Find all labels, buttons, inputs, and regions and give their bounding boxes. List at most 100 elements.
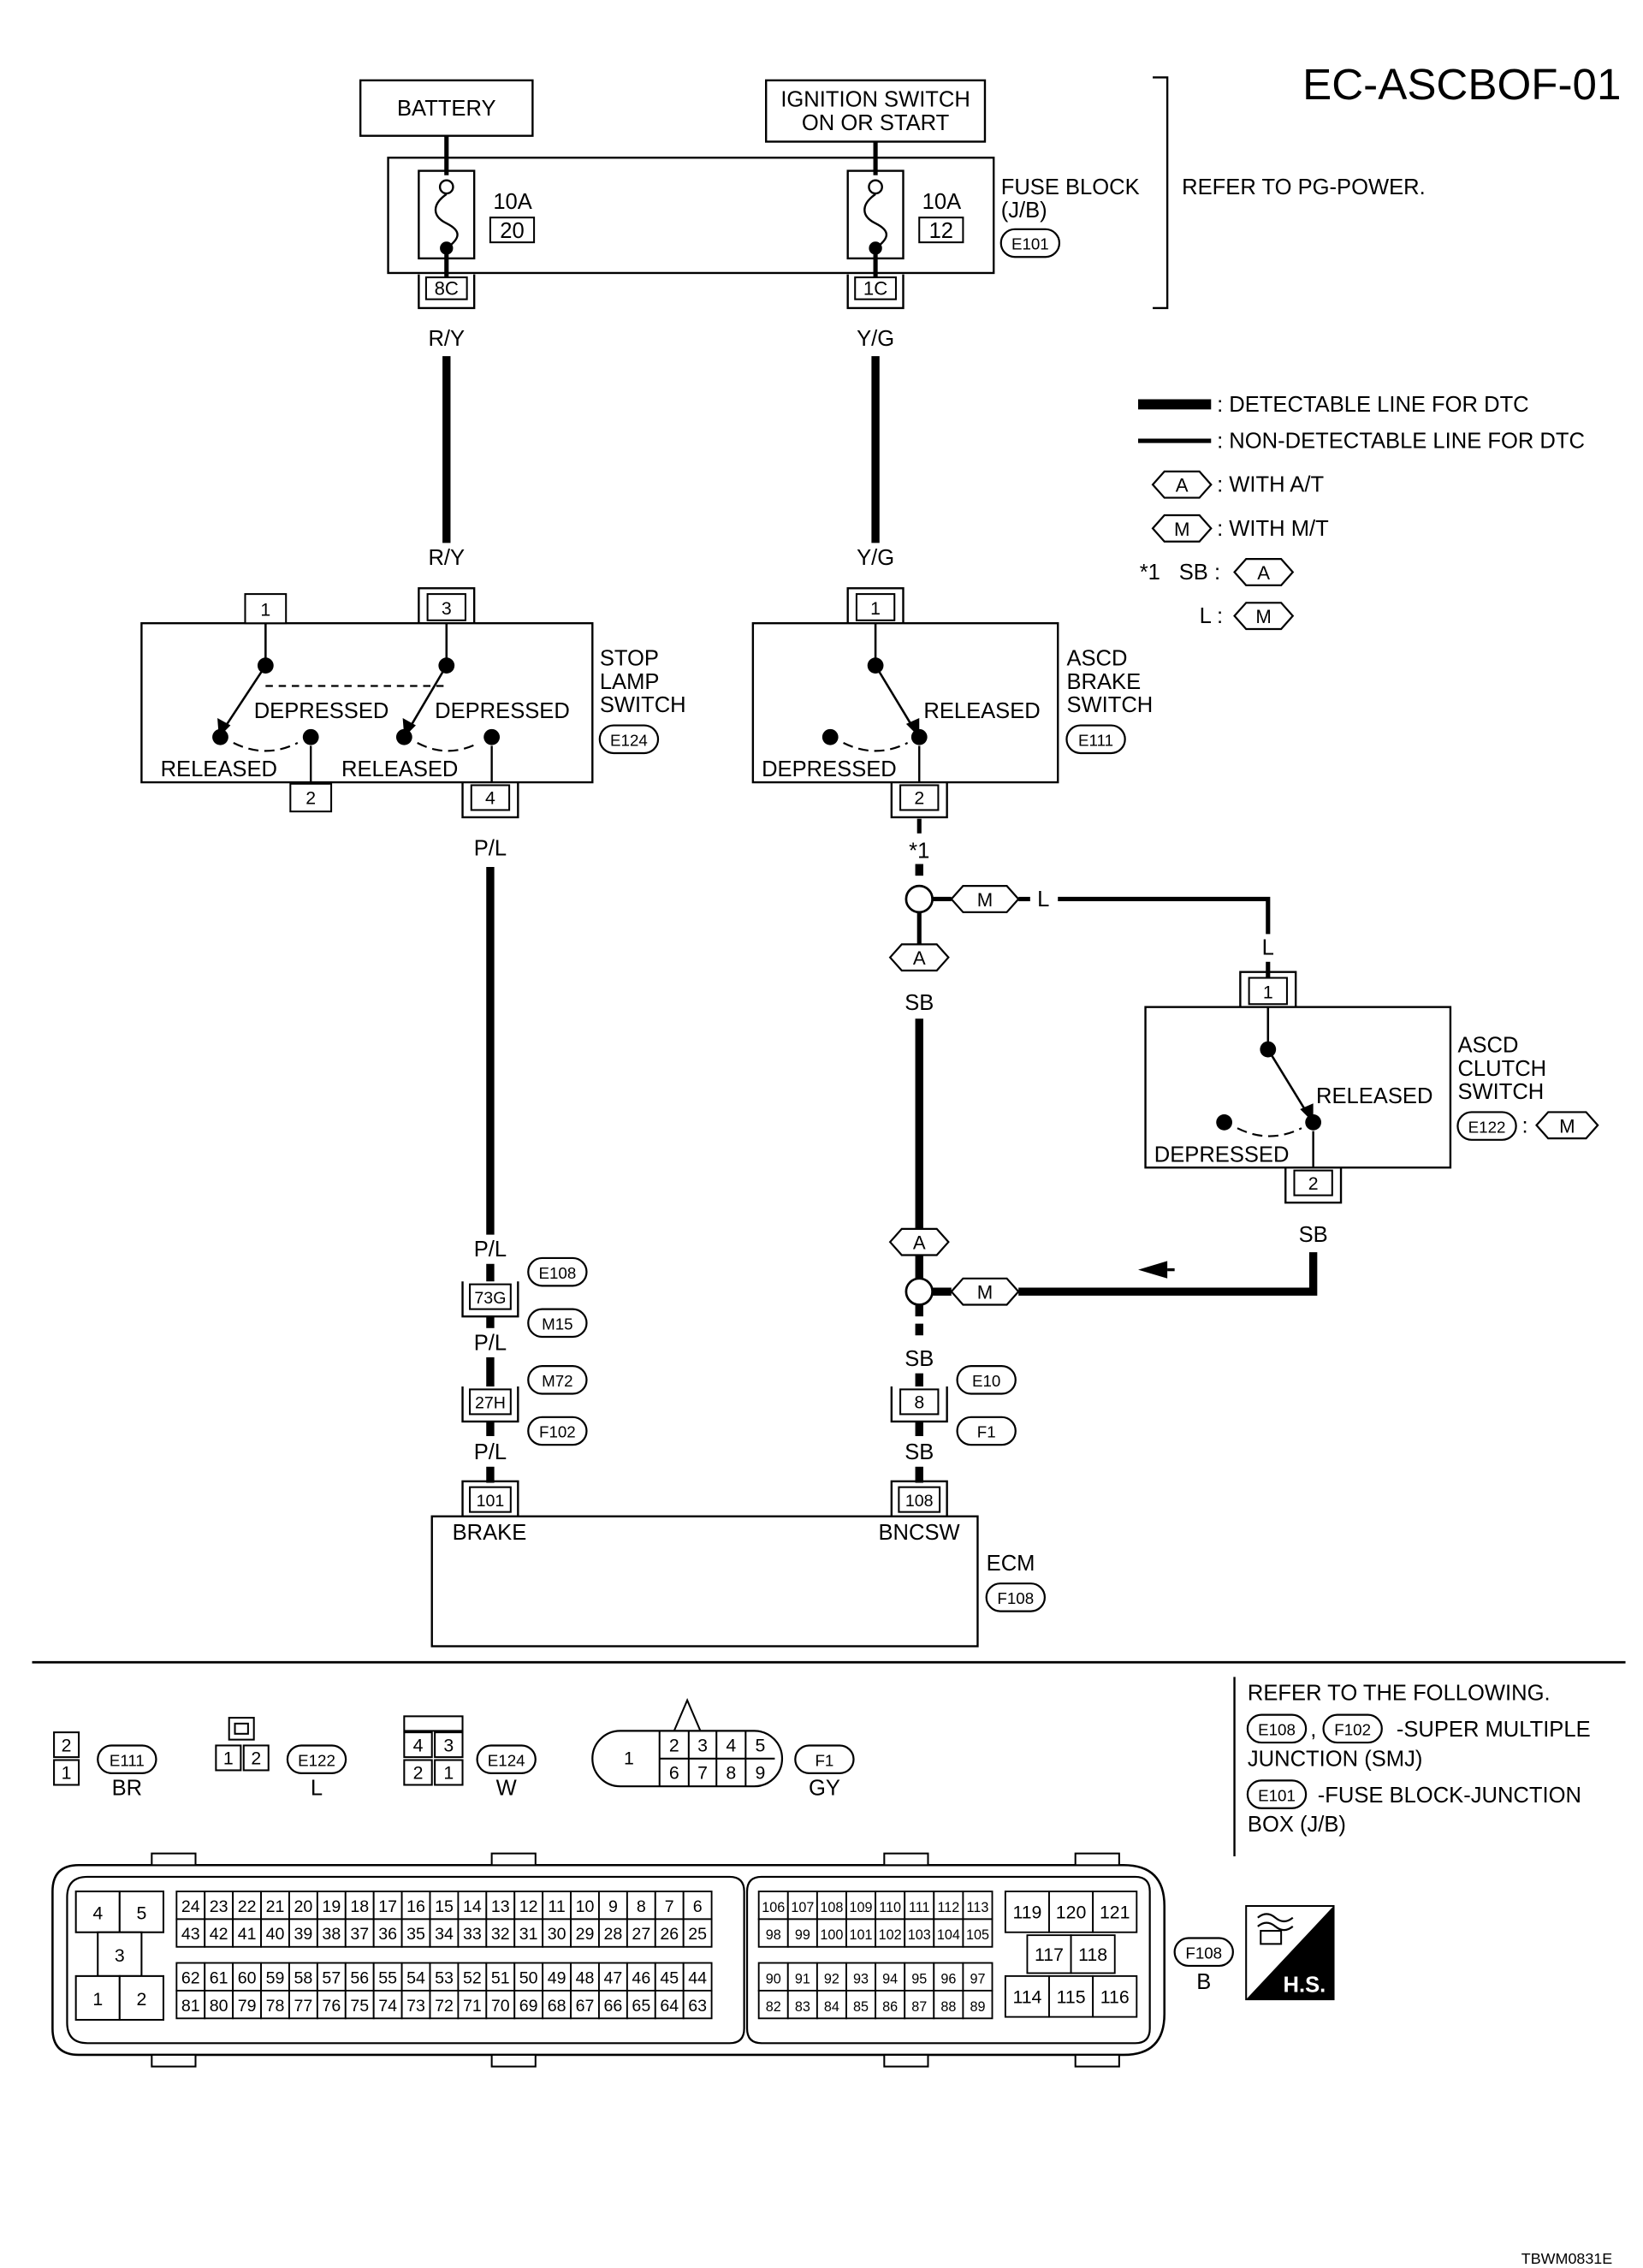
svg-text:8: 8 bbox=[726, 1763, 736, 1784]
f108-pin: 25 bbox=[688, 1925, 707, 1944]
f108-pin: 88 bbox=[940, 1999, 956, 2015]
f108-color: B bbox=[1196, 1970, 1211, 1994]
f108-pin: 55 bbox=[378, 1968, 397, 1987]
top-branch-mt-symbol: M bbox=[977, 889, 993, 911]
fuse-left-rating: 10A bbox=[493, 190, 531, 214]
legend-mt-symbol: M bbox=[1174, 519, 1189, 540]
f108-pin: 60 bbox=[238, 1968, 257, 1987]
f108-pin: 23 bbox=[210, 1897, 228, 1916]
refer-header: REFER TO THE FOLLOWING. bbox=[1248, 1682, 1551, 1706]
ecm-box bbox=[430, 1515, 979, 1648]
f108-pin: 17 bbox=[378, 1897, 397, 1916]
wire-pl-3: P/L bbox=[474, 1440, 507, 1464]
fuse-block-box bbox=[387, 157, 995, 275]
f108-pin: 10 bbox=[576, 1897, 595, 1916]
legend-note-l: L : bbox=[1200, 604, 1223, 628]
wire-ry-top: R/Y bbox=[428, 327, 465, 351]
f108-pin: 74 bbox=[378, 1997, 397, 2016]
refer-f102: F102 bbox=[1334, 1721, 1371, 1739]
junction-m15: M15 bbox=[542, 1315, 572, 1333]
f108-pin: 14 bbox=[463, 1897, 482, 1916]
f108-pin: 63 bbox=[688, 1997, 707, 2016]
f108-pin: 111 bbox=[909, 1900, 930, 1915]
f108-pin: 64 bbox=[660, 1997, 679, 2016]
f108-pin: 104 bbox=[937, 1927, 960, 1943]
refer-e108: E108 bbox=[1258, 1721, 1296, 1739]
legend-at-symbol: A bbox=[1176, 475, 1189, 496]
legend-note-sb: SB : bbox=[1179, 561, 1220, 585]
svg-text:1: 1 bbox=[62, 1763, 72, 1784]
f108-pin: 67 bbox=[576, 1997, 595, 2016]
f108-pin: 39 bbox=[294, 1925, 313, 1944]
svg-text:BR: BR bbox=[112, 1776, 143, 1800]
stop-lamp-released-1: RELEASED bbox=[161, 757, 277, 781]
stop-lamp-connector: E124 bbox=[610, 731, 648, 749]
stop-lamp-depressed-1: DEPRESSED bbox=[254, 699, 389, 723]
f108-pin: 54 bbox=[406, 1968, 425, 1987]
svg-text:GY: GY bbox=[809, 1776, 840, 1800]
wire-sb-2: SB bbox=[905, 1347, 934, 1371]
stop-lamp-pin-1: 1 bbox=[260, 600, 270, 620]
svg-text:5: 5 bbox=[136, 1903, 146, 1923]
f108-pin: 22 bbox=[238, 1897, 257, 1916]
split-point-bottom bbox=[905, 1277, 934, 1306]
clutch-switch-pin-2: 2 bbox=[1308, 1173, 1319, 1194]
f108-pin: 49 bbox=[548, 1968, 566, 1987]
svg-text:1: 1 bbox=[624, 1748, 634, 1769]
brake-switch-label-3: SWITCH bbox=[1066, 693, 1153, 717]
f108-pin: 95 bbox=[911, 1971, 927, 1986]
fuse-right-rating: 10A bbox=[922, 190, 961, 214]
f108-pin: 72 bbox=[435, 1997, 454, 2016]
f108-pin: 99 bbox=[795, 1927, 810, 1943]
junction-27h: 27H bbox=[475, 1394, 506, 1413]
f108-pin: 90 bbox=[766, 1971, 781, 1986]
svg-text:F1: F1 bbox=[815, 1751, 833, 1769]
connector-view-e111: 2 1 E111 BR bbox=[53, 1731, 157, 1800]
diagram-title: EC-ASCBOF-01 bbox=[1302, 60, 1621, 109]
f108-pin: 15 bbox=[435, 1897, 454, 1916]
fuse-left-icon bbox=[434, 193, 459, 249]
junction-f1: F1 bbox=[977, 1423, 996, 1441]
fuse-block-connector: E101 bbox=[1011, 235, 1049, 253]
f108-pin: 40 bbox=[266, 1925, 285, 1944]
refer-fuse-text-1: -FUSE BLOCK-JUNCTION bbox=[1318, 1784, 1581, 1808]
brake-switch-pin-1: 1 bbox=[870, 598, 881, 619]
wire-pl-top: P/L bbox=[474, 836, 507, 860]
svg-text:1: 1 bbox=[443, 1763, 454, 1784]
f108-pin: 30 bbox=[548, 1925, 566, 1944]
f108-pin: 87 bbox=[911, 1999, 927, 2015]
clutch-switch-box bbox=[1144, 1006, 1452, 1169]
f108-pin: 52 bbox=[463, 1968, 482, 1987]
fuse-terminal-1c: 1C bbox=[863, 278, 887, 300]
fuse-block-label-2: (J/B) bbox=[1001, 199, 1047, 223]
f108-pin: 91 bbox=[795, 1971, 810, 1986]
f108-pin: 68 bbox=[548, 1997, 566, 2016]
f108-pin: 112 bbox=[937, 1900, 959, 1915]
clutch-switch-option-symbol: M bbox=[1559, 1115, 1575, 1137]
legend-thick-text: : DETECTABLE LINE FOR DTC bbox=[1217, 393, 1529, 417]
wire-l-label-2: L bbox=[1262, 935, 1274, 959]
f108-pin: 118 bbox=[1078, 1944, 1107, 1965]
svg-text:W: W bbox=[496, 1776, 518, 1800]
f108-pin: 56 bbox=[350, 1968, 369, 1987]
svg-text:1: 1 bbox=[92, 1989, 103, 2010]
svg-text:4: 4 bbox=[92, 1903, 103, 1923]
f108-pin: 8 bbox=[637, 1897, 646, 1916]
junction-pin-8: 8 bbox=[914, 1392, 924, 1413]
wire-l bbox=[1058, 896, 1271, 935]
junction-f102: F102 bbox=[539, 1423, 576, 1441]
f108-pin: 57 bbox=[322, 1968, 341, 1987]
connector-view-e124: 4 3 2 1 E124 W bbox=[403, 1715, 537, 1800]
stop-lamp-label-2: LAMP bbox=[600, 670, 660, 694]
bottom-branch-mt-symbol: M bbox=[977, 1282, 993, 1303]
connector-view-f1: 1 2 3 4 5 6 7 8 9 F1 GY bbox=[591, 1698, 855, 1800]
f108-pin: 101 bbox=[850, 1927, 873, 1943]
f108-pin: 109 bbox=[850, 1900, 873, 1915]
brake-switch-pin-2: 2 bbox=[914, 788, 924, 809]
svg-text:7: 7 bbox=[697, 1763, 708, 1784]
f108-pin: 120 bbox=[1056, 1903, 1087, 1923]
junction-e108: E108 bbox=[538, 1264, 576, 1282]
f108-pin: 78 bbox=[266, 1997, 285, 2016]
